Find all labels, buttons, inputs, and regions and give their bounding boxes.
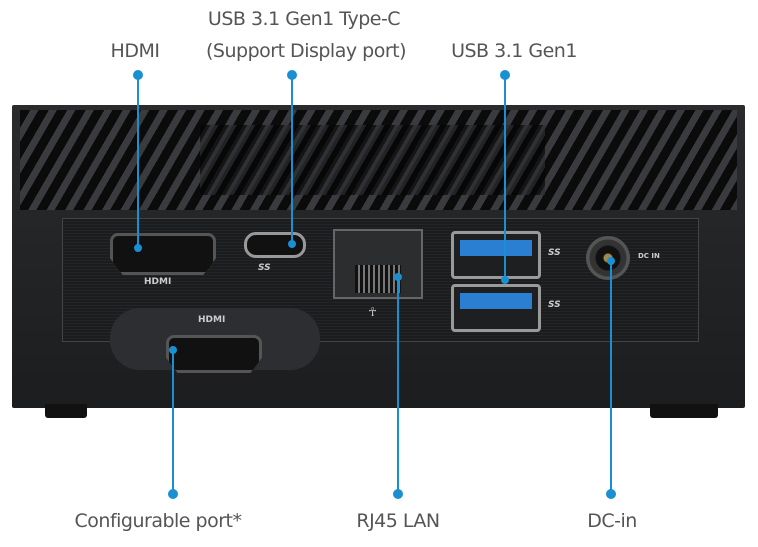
network-icon: ☥ <box>368 305 377 319</box>
callout-dot-hdmi <box>133 70 143 80</box>
callout-dot-rj45 <box>393 489 403 499</box>
configurable-hdmi-port <box>166 335 262 373</box>
callout-dot-usba <box>500 70 510 80</box>
dc-in-mark: DC IN <box>638 252 660 260</box>
hdmi-port <box>110 233 216 275</box>
rj45-port <box>333 229 423 299</box>
ss-mark-usbc: SS <box>258 263 271 273</box>
ss-mark-usb2: SS <box>548 300 561 310</box>
ss-mark-usb1: SS <box>548 248 561 258</box>
rj45-contacts <box>355 265 401 293</box>
callout-dot-usbc <box>287 70 297 80</box>
vent-inner <box>200 125 545 195</box>
label-usbc-line2: (Support Display port) <box>206 40 407 62</box>
label-rj45: RJ45 LAN <box>356 510 440 532</box>
config-hdmi-mark: HDMI <box>198 315 226 325</box>
label-usbc-line1: USB 3.1 Gen1 Type-C <box>207 8 401 30</box>
dc-in-jack <box>586 236 630 280</box>
usb-a-port-1 <box>451 231 541 279</box>
label-hdmi: HDMI <box>110 40 160 62</box>
label-usb-a: USB 3.1 Gen1 <box>451 40 577 62</box>
usb-a-port-2 <box>451 284 541 332</box>
hdmi-port-mark: HDMI <box>144 277 172 287</box>
foot-left <box>45 404 87 418</box>
label-dc-in: DC-in <box>587 510 637 532</box>
callout-dot-dc <box>606 489 616 499</box>
foot-right <box>650 404 718 418</box>
label-configurable-port: Configurable port* <box>74 510 242 532</box>
callout-dot-config <box>168 489 178 499</box>
